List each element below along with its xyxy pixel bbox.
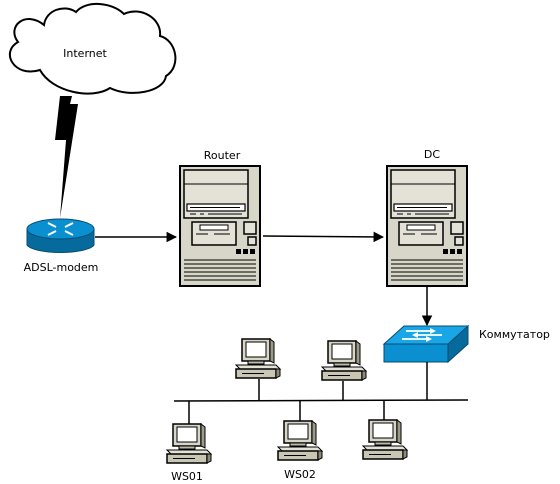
lightning-link (55, 96, 78, 218)
workstation-ws02: WS02 (277, 420, 323, 481)
workstation-top-right (321, 340, 367, 381)
switch: Коммутатор (382, 324, 550, 364)
link-router-dc (262, 231, 385, 243)
internet-label: Internet (63, 47, 107, 60)
internet-cloud: Internet (8, 3, 177, 95)
workstation-top-left (235, 338, 281, 379)
adsl-modem: ADSL-modem (24, 218, 99, 274)
dc-server: DC (386, 148, 468, 287)
ws02-label: WS02 (284, 468, 316, 481)
dc-label: DC (424, 148, 440, 161)
network-bus (173, 399, 469, 402)
switch-label: Коммутатор (479, 328, 550, 341)
router-label: Router (204, 149, 241, 162)
workstation-ws01: WS01 (166, 423, 212, 483)
workstation-right (362, 419, 408, 460)
modem-label: ADSL-modem (24, 261, 99, 274)
router-server: Router (179, 149, 261, 287)
ws01-label: WS01 (171, 470, 203, 483)
